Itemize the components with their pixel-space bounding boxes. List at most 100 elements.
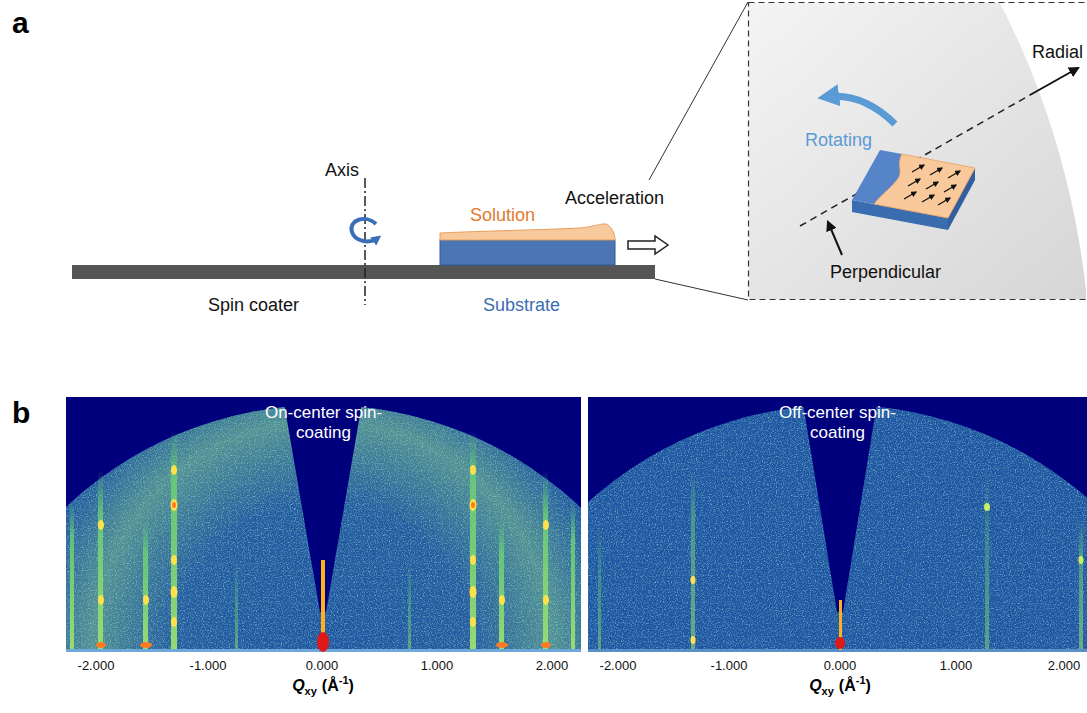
zoom-line: [649, 2, 748, 180]
figure-detail: [588, 397, 1087, 652]
figure-detail: [588, 397, 1087, 652]
figure-detail: [171, 555, 177, 565]
figure-detail: [922, 195, 934, 202]
figure-detail: [835, 637, 845, 649]
substrate-block: [440, 240, 615, 265]
tick-label: 1.000: [421, 658, 454, 673]
figure-detail: [235, 560, 238, 650]
axis-title-unit: (Å: [839, 677, 856, 694]
label-holder: 0.000: [306, 656, 339, 674]
axis-title-exponent: -1: [856, 674, 866, 686]
figure-detail: [470, 617, 476, 627]
zoom-line: [655, 279, 748, 300]
axis-title-symbol: Q: [809, 677, 821, 694]
zoom-inset-frame: [749, 3, 1087, 300]
axis-title-bracket: ): [349, 677, 354, 694]
axis-title-symbol: Q: [292, 677, 304, 694]
radial-line: [800, 95, 1030, 226]
figure-detail: [171, 586, 178, 598]
figure-detail: [930, 168, 942, 175]
label-holder: Perpendicular: [830, 262, 941, 283]
label-holder: Acceleration: [565, 188, 664, 209]
figure-detail: [691, 470, 695, 650]
image-panel: On-center spin-coating: [66, 397, 581, 652]
figure-detail: [98, 520, 104, 530]
axis-title-bracket: ): [866, 677, 871, 694]
flow-arrows: [904, 165, 960, 205]
figure-detail: [541, 642, 551, 648]
axis-title-exponent: -1: [339, 674, 349, 686]
panel-caption: On-center spin-coating: [259, 403, 389, 442]
label-holder: -2.000: [600, 656, 637, 674]
figure-detail: [98, 595, 104, 605]
tick-label: 2.000: [536, 658, 569, 673]
figure-detail: [499, 595, 505, 605]
figure-detail: [66, 397, 581, 652]
figure-detail: [543, 520, 549, 530]
tick-label: -1.000: [711, 658, 748, 673]
tick-label: 2.000: [1048, 658, 1081, 673]
tick-label: 0.000: [824, 658, 857, 673]
rotating-label: Rotating: [805, 130, 872, 150]
figure-detail: [70, 500, 74, 650]
label-holder: Rotating: [805, 130, 872, 151]
spin-disc-region: [749, 3, 1086, 299]
tick-label: -2.000: [600, 658, 637, 673]
figure-detail: [172, 502, 176, 508]
axis-title-unit: (Å: [322, 677, 339, 694]
figure-detail: [984, 503, 990, 511]
figure-detail: [96, 642, 106, 648]
figure-detail: [66, 397, 581, 652]
label-holder: 1.000: [940, 656, 973, 674]
label-holder: Radial: [1032, 42, 1083, 63]
figure-detail: [470, 555, 476, 565]
panel-caption: Off-center spin-coating: [773, 403, 903, 442]
label-holder: -1.000: [711, 656, 748, 674]
giwaxs-image-left: [66, 397, 581, 652]
figure-detail: [588, 397, 1087, 652]
acceleration-label: Acceleration: [565, 188, 664, 208]
axis-title-subscript: xy: [305, 685, 317, 697]
figure-detail: [1079, 520, 1083, 650]
figure-detail: [66, 397, 581, 652]
label-holder: 0.000: [824, 656, 857, 674]
radial-label: Radial: [1032, 42, 1083, 62]
figure-detail: [171, 617, 177, 627]
figure-detail: [66, 397, 581, 652]
figure-detail: [985, 470, 989, 650]
tick-label: -2.000: [78, 658, 115, 673]
figure-detail: [171, 499, 178, 511]
figure-detail: [691, 636, 696, 644]
figure-detail: [171, 465, 177, 475]
image-panel: Off-center spin-coating: [588, 397, 1087, 652]
perpendicular-arrow: [828, 222, 842, 255]
substrate-label: Substrate: [483, 295, 560, 315]
figure-detail: [1079, 556, 1084, 564]
panel-letter: a: [12, 6, 29, 39]
label-holder: -1.000: [190, 656, 227, 674]
figure-detail: [408, 560, 411, 650]
perpendicular-label: Perpendicular: [830, 262, 941, 282]
label-holder: a: [12, 6, 29, 41]
label-holder: Substrate: [483, 295, 560, 316]
acceleration-arrow: [628, 236, 668, 254]
rotation-arrow: [351, 219, 378, 241]
spin-coater-bar: [72, 265, 655, 279]
figure-detail: [543, 470, 548, 650]
tick-label: -1.000: [190, 658, 227, 673]
figure-detail: [317, 632, 329, 652]
slab-top-solution: [874, 154, 975, 218]
figure-detail: [912, 165, 924, 172]
figure-detail: [588, 397, 1087, 652]
label-holder: 1.000: [421, 656, 454, 674]
figure-detail: [471, 502, 475, 508]
radial-arrow: [1030, 68, 1078, 95]
figure-detail: [499, 520, 504, 650]
label-holder: Solution: [470, 205, 535, 226]
axis-title-subscript: xy: [822, 685, 834, 697]
label-holder: Axis: [325, 160, 359, 181]
figure-detail: [171, 430, 177, 650]
